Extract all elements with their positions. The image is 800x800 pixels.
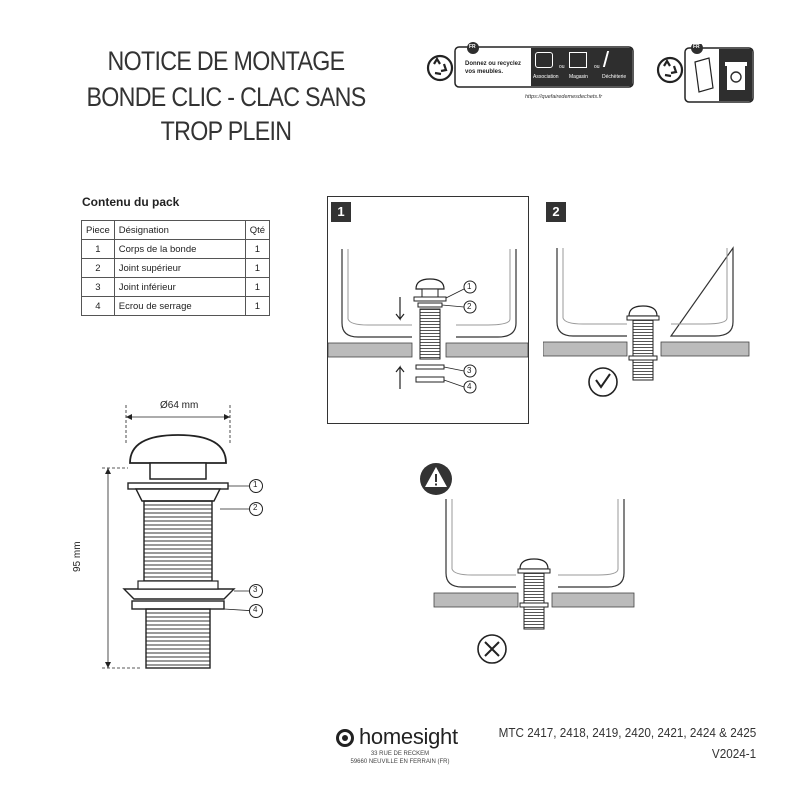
cell-piece: 4 <box>81 296 115 316</box>
step-1-number: 1 <box>331 202 351 222</box>
step1-callout-1: 1 <box>467 282 472 291</box>
table-row: 3 Joint inférieur 1 <box>81 277 271 297</box>
title-line-1: NOTICE DE MONTAGE <box>107 46 346 76</box>
donate-text-2: vos meubles. <box>465 69 504 75</box>
warning-drawing <box>420 463 635 664</box>
table-row: 1 Corps de la bonde 1 <box>81 239 271 259</box>
step1-callout-3: 3 <box>467 366 472 375</box>
callout-4: 4 <box>253 605 258 614</box>
address-line-2: 59660 NEUVILLE EN FERRAIN (FR) <box>350 759 450 765</box>
title-line-2: BONDE CLIC - CLAC SANS TROP PLEIN <box>86 82 366 146</box>
lang-badge-2: FR <box>693 44 700 50</box>
step-2-drawing <box>542 246 750 397</box>
brand-name: homesight <box>359 724 458 749</box>
step1-callout-4: 4 <box>467 382 472 391</box>
or-2: ou <box>594 64 600 70</box>
brand-logo-icon <box>336 729 354 747</box>
step-1-panel: 1 1 2 3 4 <box>327 196 529 424</box>
callout-1: 1 <box>253 480 258 489</box>
cell-designation: Corps de la bonde <box>113 239 246 259</box>
option-waste-center: Déchèterie <box>602 74 627 80</box>
col-header-qty: Qté <box>244 220 271 240</box>
height-label: 95 mm <box>72 541 83 572</box>
triman-url: https://quefairedemesdechets.fr <box>525 94 603 100</box>
triman-block: FR Donnez ou recyclez vos meubles. Assoc… <box>425 42 645 110</box>
callout-2: 2 <box>253 503 258 512</box>
recycling-bin-icon <box>656 42 754 103</box>
triman-block-2: FR <box>655 42 755 106</box>
store-icon <box>569 52 587 68</box>
cell-designation: Ecrou de serrage <box>113 296 246 316</box>
cell-piece: 3 <box>81 277 115 297</box>
table-row: 4 Ecrou de serrage 1 <box>81 296 271 316</box>
cell-piece: 1 <box>81 239 115 259</box>
cell-piece: 2 <box>81 258 115 278</box>
option-association: Association <box>533 74 559 80</box>
association-icon <box>535 52 553 68</box>
step-2-panel: 2 <box>542 196 753 406</box>
version: V2024-1 <box>711 746 756 761</box>
step-1-drawing <box>327 249 529 394</box>
col-header-designation: Désignation <box>113 220 246 240</box>
lang-badge: FR <box>469 44 476 50</box>
step-2-number: 2 <box>546 202 566 222</box>
diameter-label: Ø64 mm <box>160 400 199 411</box>
pack-table: Piece Désignation Qté 1 Corps de la bond… <box>81 220 271 316</box>
cell-qty: 1 <box>244 258 271 278</box>
cell-designation: Joint supérieur <box>113 258 246 278</box>
cell-qty: 1 <box>244 239 271 259</box>
table-row: 2 Joint supérieur 1 <box>81 258 271 278</box>
step1-callout-2: 2 <box>467 302 472 311</box>
col-header-piece: Piece <box>81 220 115 240</box>
option-store: Magasin <box>569 74 588 80</box>
waste-dimension-drawing <box>102 405 263 669</box>
address-line-1: 33 RUE DE RECKEM <box>370 751 430 757</box>
check-icon <box>588 367 618 397</box>
donate-text-1: Donnez ou recyclez <box>465 61 522 67</box>
cell-designation: Joint inférieur <box>113 277 246 297</box>
callout-3: 3 <box>253 585 258 594</box>
or-1: ou <box>559 64 565 70</box>
cell-qty: 1 <box>244 296 271 316</box>
model-list: MTC 2417, 2418, 2419, 2420, 2421, 2424 &… <box>498 725 756 740</box>
cell-qty: 1 <box>244 277 271 297</box>
pack-title: Contenu du pack <box>82 195 180 209</box>
